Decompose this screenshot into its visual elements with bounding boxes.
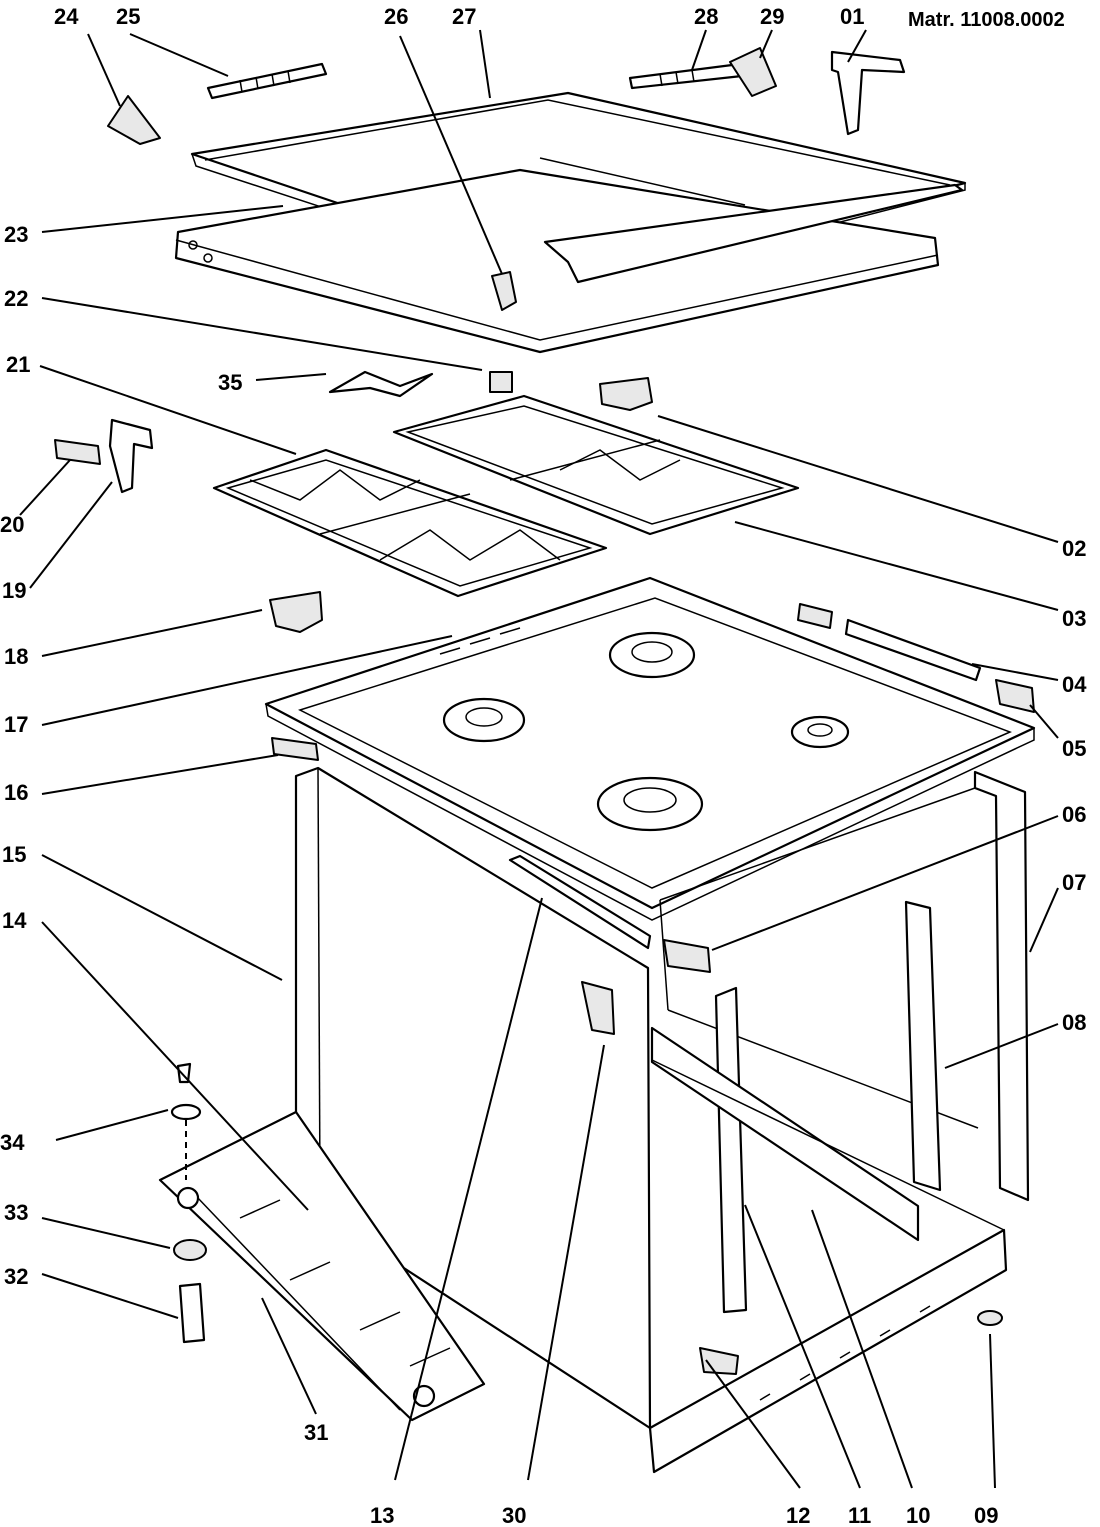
cabinet-body-part <box>294 766 1030 1474</box>
callout-34: 34 <box>0 1130 25 1155</box>
callout-09: 09 <box>974 1503 998 1527</box>
callout-03: 03 <box>1062 606 1086 631</box>
callout-01: 01 <box>840 4 864 29</box>
callout-17: 17 <box>4 712 28 737</box>
callout-26: 26 <box>384 4 408 29</box>
callout-16: 16 <box>4 780 28 805</box>
callout-18: 18 <box>4 644 28 669</box>
clip-22-part <box>489 371 513 393</box>
hob-top-part <box>264 576 1036 921</box>
hinge-bracket-29-part <box>729 47 777 97</box>
hinge-20-part <box>54 439 101 465</box>
callout-22: 22 <box>4 286 28 311</box>
callout-24: 24 <box>54 4 79 29</box>
callout-23: 23 <box>4 222 28 247</box>
pan-support-right-part <box>392 394 800 536</box>
callout-13: 13 <box>370 1503 394 1527</box>
bracket-16-part <box>271 737 319 761</box>
callout-15: 15 <box>2 842 26 867</box>
callout-04: 04 <box>1062 672 1087 697</box>
callout-06: 06 <box>1062 802 1086 827</box>
top-panel-part <box>174 168 964 354</box>
callout-25: 25 <box>116 4 140 29</box>
callout-02: 02 <box>1062 536 1086 561</box>
callout-10: 10 <box>906 1503 930 1527</box>
callout-33: 33 <box>4 1200 28 1225</box>
hinge-bracket-01-part <box>830 50 906 136</box>
clip-05-part <box>995 679 1035 713</box>
pan-support-left-part <box>212 448 608 598</box>
small-clip-26-part <box>491 271 517 311</box>
trivet-35-part <box>328 370 434 398</box>
drawing-reference: Matr. 11008.0002 <box>908 9 1065 31</box>
hinge-19-part <box>108 418 154 494</box>
callout-labels: 01 02 03 04 05 06 07 08 09 10 11 12 13 1… <box>0 4 1087 1527</box>
hinge-pin-right-part <box>628 62 744 90</box>
callout-29: 29 <box>760 4 784 29</box>
callout-21: 21 <box>6 352 30 377</box>
callout-35: 35 <box>218 370 242 395</box>
callout-20: 20 <box>0 512 24 537</box>
clip-18-part <box>269 591 323 633</box>
foot-assembly-part <box>170 1062 1003 1344</box>
strip-04-part <box>797 603 982 682</box>
callout-19: 19 <box>2 578 26 603</box>
corner-cap-part <box>107 95 161 145</box>
callout-28: 28 <box>694 4 718 29</box>
callout-31: 31 <box>304 1420 328 1445</box>
callout-08: 08 <box>1062 1010 1086 1035</box>
hinge-pin-left-part <box>206 62 328 100</box>
callout-14: 14 <box>2 908 27 933</box>
clip-02-part <box>599 377 653 411</box>
leader-lines <box>19 29 1059 1489</box>
callout-07: 07 <box>1062 870 1086 895</box>
callout-12: 12 <box>786 1503 810 1527</box>
callout-05: 05 <box>1062 736 1086 761</box>
callout-11: 11 <box>848 1503 871 1527</box>
callout-30: 30 <box>502 1503 526 1527</box>
callout-27: 27 <box>452 4 476 29</box>
callout-32: 32 <box>4 1264 28 1289</box>
base-tray-part <box>158 1110 486 1422</box>
